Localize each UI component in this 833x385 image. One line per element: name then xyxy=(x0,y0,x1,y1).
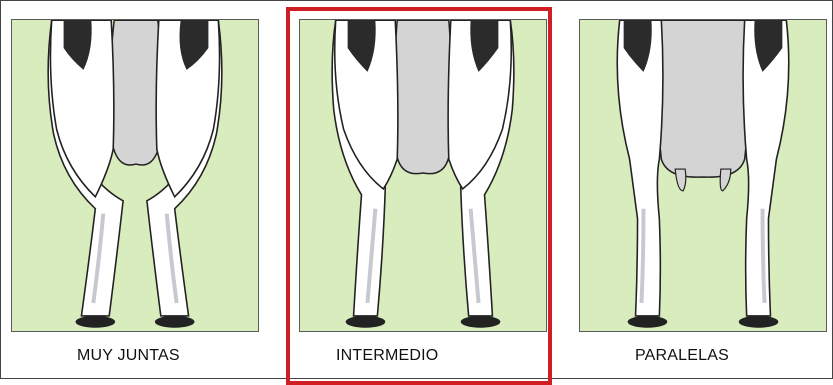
right-leg-shading xyxy=(763,209,765,303)
left-teat xyxy=(675,169,686,191)
cow-rear-legs-close-illustration xyxy=(12,20,258,331)
cow-rear-legs-intermediate-illustration xyxy=(300,20,546,331)
panel-muy-juntas xyxy=(11,19,259,332)
caption-paralelas: PARALELAS xyxy=(635,347,729,365)
panel-intermedio xyxy=(299,19,547,332)
udder-shape xyxy=(110,20,161,165)
cow-rear-legs-parallel-illustration xyxy=(580,20,826,331)
left-hoof xyxy=(346,316,386,328)
panel-paralelas xyxy=(579,19,827,332)
left-hoof xyxy=(75,316,115,328)
caption-intermedio: INTERMEDIO xyxy=(336,347,438,365)
right-hoof xyxy=(155,316,195,328)
left-leg-shading xyxy=(642,209,644,303)
right-hoof xyxy=(739,316,779,328)
right-teat xyxy=(720,169,731,191)
right-hoof xyxy=(461,316,501,328)
udder-shape xyxy=(657,20,748,177)
left-hoof xyxy=(628,316,668,328)
udder-shape xyxy=(394,20,452,173)
caption-muy-juntas: MUY JUNTAS xyxy=(77,347,180,365)
